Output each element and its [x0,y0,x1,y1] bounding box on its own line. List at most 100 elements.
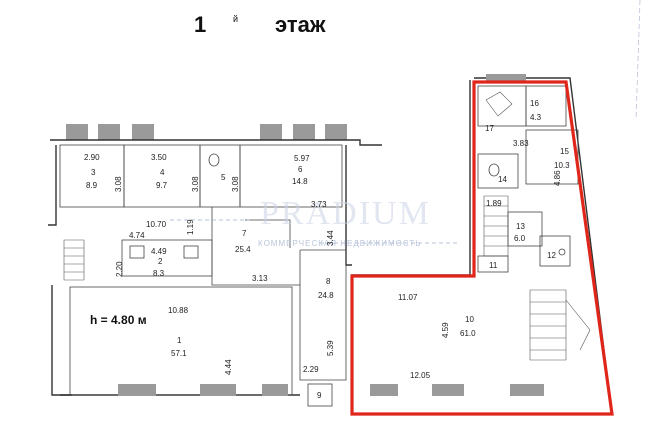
room-4-number: 4 [160,168,165,177]
room-6-outline [239,144,343,208]
room-17-number: 17 [485,124,494,133]
room-7-inner [245,219,291,248]
room-6-dim: 5.97 [294,154,310,163]
dim-3-83: 3.83 [513,139,529,148]
sink-icon [129,245,145,259]
room-7-area: 25.4 [235,245,251,254]
room-14-number: 14 [498,175,507,184]
dim-1-89: 1.89 [486,199,502,208]
room-5-number: 5 [221,173,226,182]
room-3-number: 3 [91,168,96,177]
room-15-number: 15 [560,147,569,156]
window [262,384,288,396]
room-1-outline [69,286,293,396]
edge-dash-line [635,0,641,121]
room-7-number: 7 [242,229,247,238]
spiral-stair [485,91,513,117]
dim-1-19: 1.19 [186,219,195,235]
room-6-area: 14.8 [292,177,308,186]
room-2-number: 2 [158,257,163,266]
ceiling-height: h = 4.80 м [90,313,147,327]
window [486,74,526,82]
room-15-area: 10.3 [554,161,570,170]
sink-icon [183,245,199,259]
room-11-number: 11 [489,261,498,270]
window [98,124,120,140]
room-7-outline [211,207,301,286]
floor-superscript: й [233,14,238,24]
room-2-dim: 4.49 [151,247,167,256]
dim-5-39: 5.39 [326,340,335,356]
room-6-number: 6 [298,165,303,174]
toilet-icon [488,163,500,177]
dim-3-08-c: 3.08 [231,176,240,192]
floor-word: этаж [275,12,326,37]
window [510,384,544,396]
room-1-area: 57.1 [171,349,187,358]
room-11-outline [477,255,509,273]
sink-icon [558,248,566,256]
dim-3-08-a: 3.08 [114,176,123,192]
window [325,124,347,140]
wall-left-upper [48,145,57,226]
room-8-number: 8 [326,277,331,286]
room-8-outline [299,249,347,381]
stair-room-10 [529,289,567,361]
room-16-outline [525,85,567,127]
room-13-outline [507,211,543,247]
room-14-outline [477,153,519,189]
floor-number: 1 [194,12,206,37]
wall-left-lower [51,285,72,396]
watermark-main: PRADIUM [260,195,431,232]
room-16-number: 16 [530,99,539,108]
room-13-number: 13 [516,222,525,231]
dim-2-20: 2.20 [115,261,124,277]
room-1-dim: 10.88 [168,306,189,315]
room-16-area: 4.3 [530,113,542,122]
dim-4-44: 4.44 [224,359,233,375]
dim-4-59: 4.59 [441,322,450,338]
room-10-dim: 11.07 [398,293,418,302]
room-4-dim: 3.50 [151,153,167,162]
room-10-number: 10 [465,315,474,324]
room-9-outline [307,383,333,407]
window [260,124,282,140]
toilet-icon [208,153,220,167]
window [200,384,236,396]
window [370,384,398,396]
window [432,384,464,396]
window [132,124,154,140]
room-17-outline [477,85,527,127]
dim-3-13: 3.13 [252,274,268,283]
dim-10-70: 10.70 [146,220,167,229]
room-4-area: 9.7 [156,181,168,190]
room-2-area: 8.3 [153,269,165,278]
room-9-number: 9 [317,391,322,400]
highlighted-area-outline [350,80,614,416]
room-3-area: 8.9 [86,181,98,190]
dim-4-74: 4.74 [129,231,145,240]
room-3-dim: 2.90 [84,153,100,162]
dim-3-44: 3.44 [326,230,335,246]
left-block [48,124,382,407]
stair-left [63,239,85,281]
room-1-number: 1 [177,336,182,345]
room-10-area: 61.0 [460,329,476,338]
room-13-area: 6.0 [514,234,526,243]
window [293,124,315,140]
stair-curve [565,299,591,351]
room-5-outline [199,144,241,208]
window [66,124,88,140]
wall-top [50,139,382,146]
dim-2-29: 2.29 [303,365,319,374]
window [118,384,156,396]
dim-3-73: 3.73 [311,200,327,209]
room-15-outline [525,129,579,185]
room-12-outline [539,235,571,267]
dim-4-86: 4.86 [553,170,562,186]
room-8-area: 24.8 [318,291,334,300]
dim-12-05: 12.05 [410,371,431,380]
watermark-sub: КОММЕРЧЕСКАЯ НЕДВИЖИМОСТЬ [258,239,422,248]
room-12-number: 12 [547,251,556,260]
